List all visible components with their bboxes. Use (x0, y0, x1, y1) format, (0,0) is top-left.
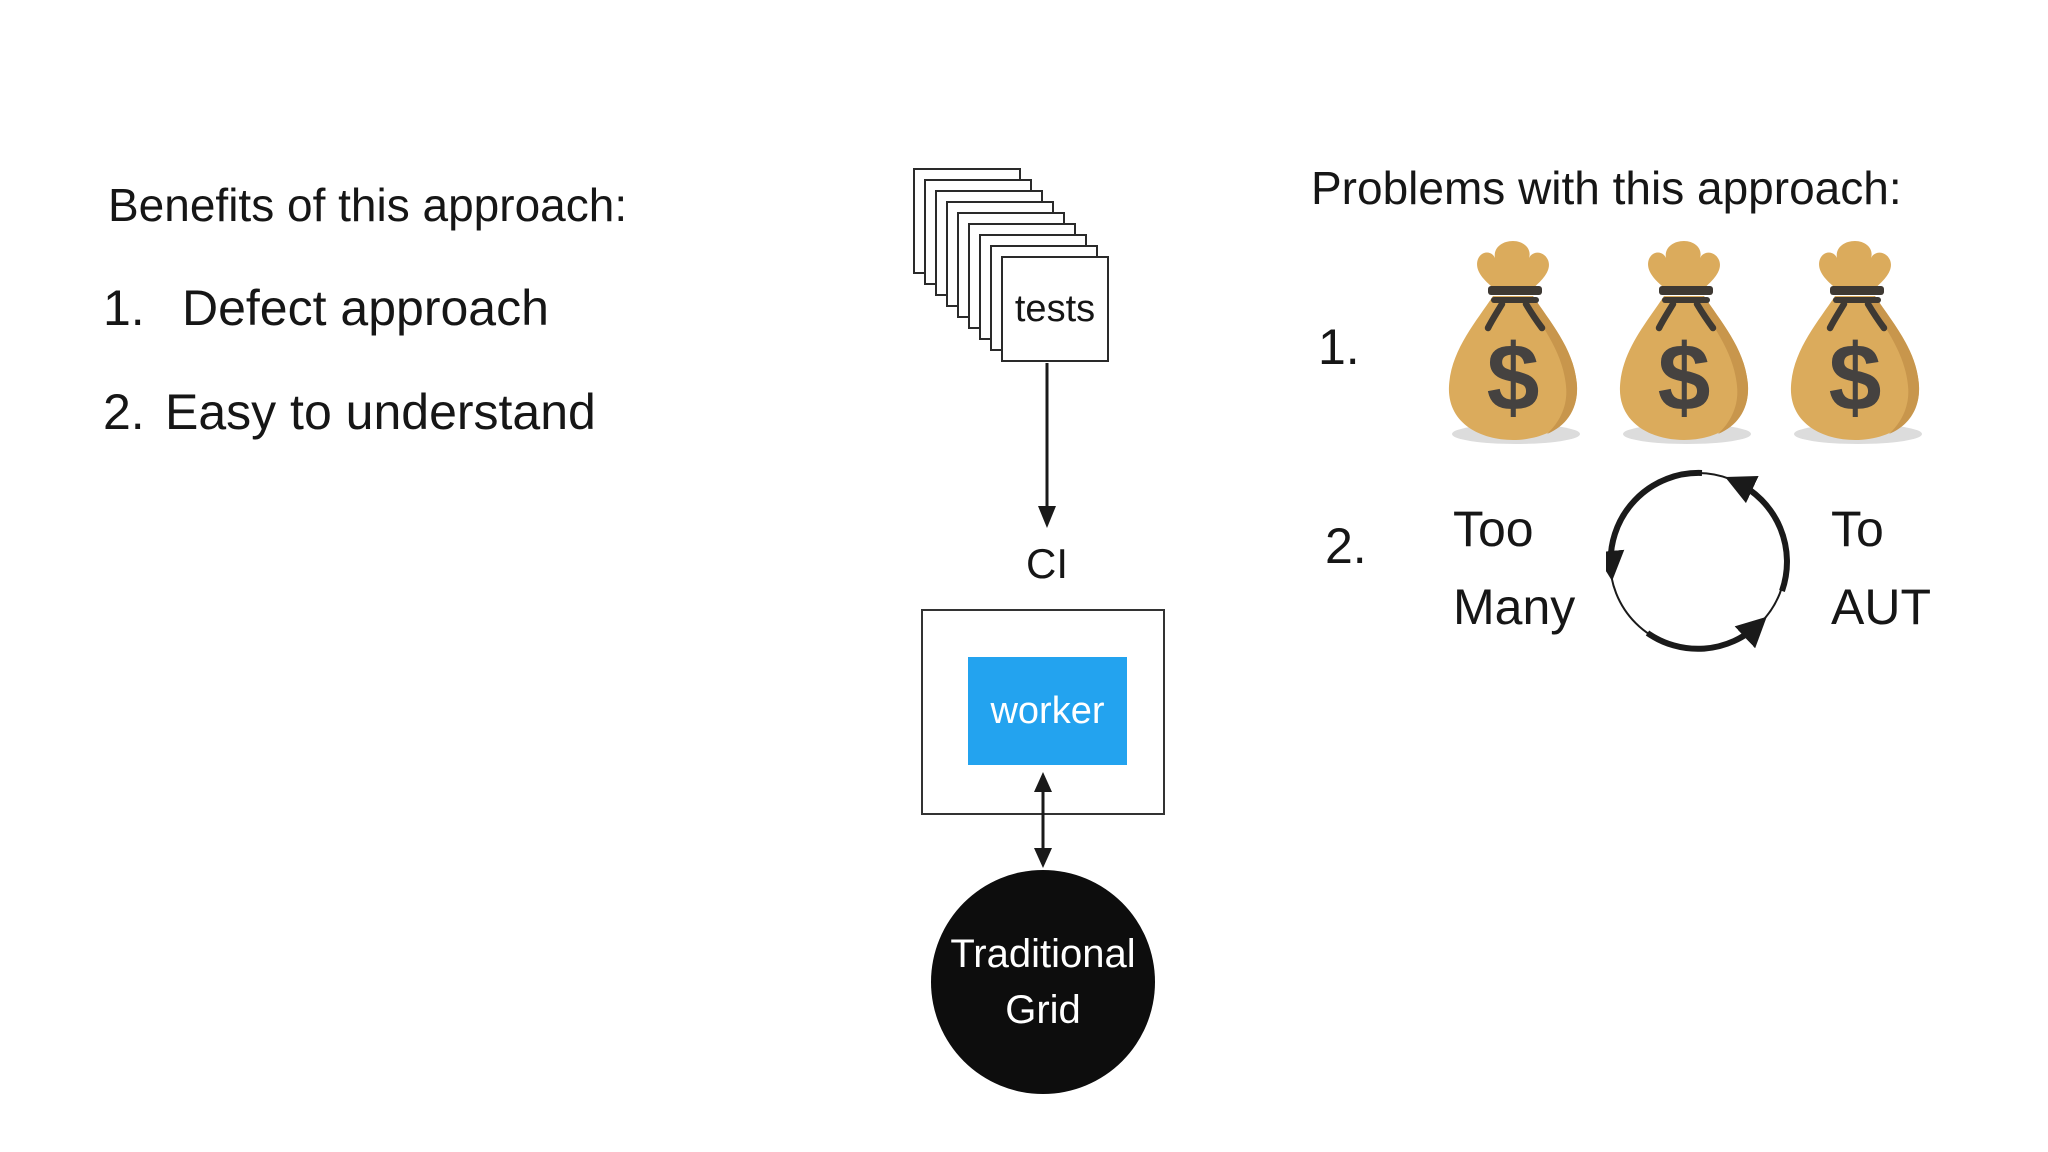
test-sheet-front: tests (1001, 256, 1109, 362)
problem-item-1-marker: 1. (1318, 319, 1360, 375)
to-aut-line2: AUT (1831, 579, 1931, 635)
dollar-symbol: $ (1829, 325, 1882, 431)
problems-title: Problems with this approach: (1311, 162, 1902, 214)
benefit-item-1-text: Defect approach (182, 280, 549, 336)
money-bag-icon: $ (1790, 241, 1922, 444)
tests-stack-icon: tests (913, 168, 1113, 368)
benefit-item-2-marker: 2. (103, 384, 145, 440)
dollar-symbol: $ (1658, 325, 1711, 431)
traditional-grid-circle: Traditional Grid (931, 870, 1155, 1094)
too-many-label: Too Many (1453, 490, 1575, 646)
double-arrow-icon (1034, 772, 1052, 868)
to-aut-label: To AUT (1831, 490, 1931, 646)
benefit-item-1-marker: 1. (103, 280, 145, 336)
to-aut-line1: To (1831, 501, 1884, 557)
ci-label: CI (1026, 540, 1068, 587)
grid-label-line1: Traditional (950, 932, 1136, 976)
benefits-title: Benefits of this approach: (108, 179, 628, 231)
problem-item-2-marker: 2. (1325, 518, 1367, 574)
worker-label: worker (990, 689, 1105, 732)
benefit-item-2-text: Easy to understand (165, 384, 596, 440)
too-many-line1: Too (1453, 501, 1534, 557)
benefit-item-1: 1. Defect approach (103, 279, 549, 337)
cycle-arrows-icon (1606, 469, 1790, 652)
benefit-item-2: 2. Easy to understand (103, 383, 596, 441)
money-bag-icon: $ (1619, 241, 1751, 444)
dollar-symbol: $ (1487, 325, 1540, 431)
worker-box: worker (968, 657, 1127, 765)
down-arrow-icon (1038, 363, 1056, 528)
grid-label-line2: Grid (1005, 988, 1081, 1032)
money-bags-row: $ $ $ (1436, 240, 1932, 445)
too-many-line2: Many (1453, 579, 1576, 635)
tests-label: tests (1014, 287, 1096, 330)
money-bag-icon: $ (1448, 241, 1580, 444)
